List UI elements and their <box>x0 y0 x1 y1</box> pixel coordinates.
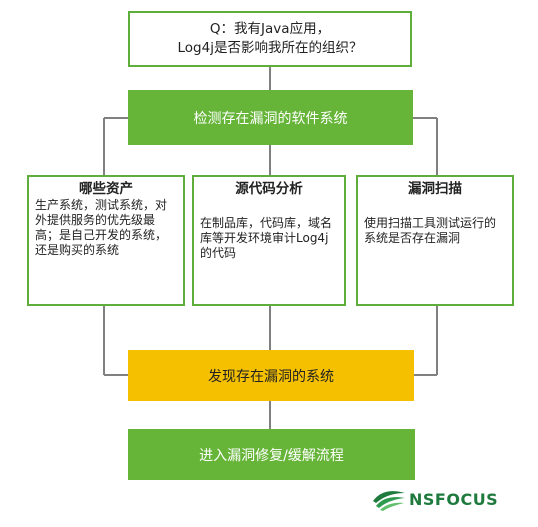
enter-remediation-step: 进入漏洞修复/缓解流程 <box>128 429 415 480</box>
card-source-code-title: 源代码分析 <box>235 181 303 197</box>
question-box: Q：我有Java应用， Log4j是否影响我所在的组织？ <box>128 11 412 67</box>
enter-label: 进入漏洞修复/缓解流程 <box>199 447 344 464</box>
card-assets-body: 生产系统，测试系统，对外提供服务的优先级最高；是自己开发的系统，还是购买的系统 <box>35 198 168 257</box>
card-vulnerability-scan: 漏洞扫描 使用扫描工具测试运行的系统是否存在漏洞 <box>356 175 514 306</box>
found-label: 发现存在漏洞的系统 <box>208 368 334 385</box>
nsfocus-logo-icon <box>373 491 405 511</box>
nsfocus-logo: NSFOCUS <box>372 486 498 512</box>
card-assets-title: 哪些资产 <box>79 181 133 197</box>
found-vulnerable-systems-step: 发现存在漏洞的系统 <box>128 350 414 401</box>
card-scan-title: 漏洞扫描 <box>408 181 462 197</box>
detect-vulnerable-software-step: 检测存在漏洞的软件系统 <box>128 90 413 145</box>
question-line-1: Q：我有Java应用， <box>209 21 331 37</box>
card-assets: 哪些资产 生产系统，测试系统，对外提供服务的优先级最高；是自己开发的系统，还是购… <box>27 175 185 306</box>
card-source-code-body: 在制品库，代码库，域名库等开发环境审计Log4j的代码 <box>200 216 333 260</box>
detect-label: 检测存在漏洞的软件系统 <box>193 110 348 127</box>
question-line-2: Log4j是否影响我所在的组织？ <box>177 40 363 56</box>
card-source-code-analysis: 源代码分析 在制品库，代码库，域名库等开发环境审计Log4j的代码 <box>192 175 346 306</box>
logo-text: NSFOCUS <box>409 489 499 509</box>
card-scan-body: 使用扫描工具测试运行的系统是否存在漏洞 <box>364 216 497 245</box>
